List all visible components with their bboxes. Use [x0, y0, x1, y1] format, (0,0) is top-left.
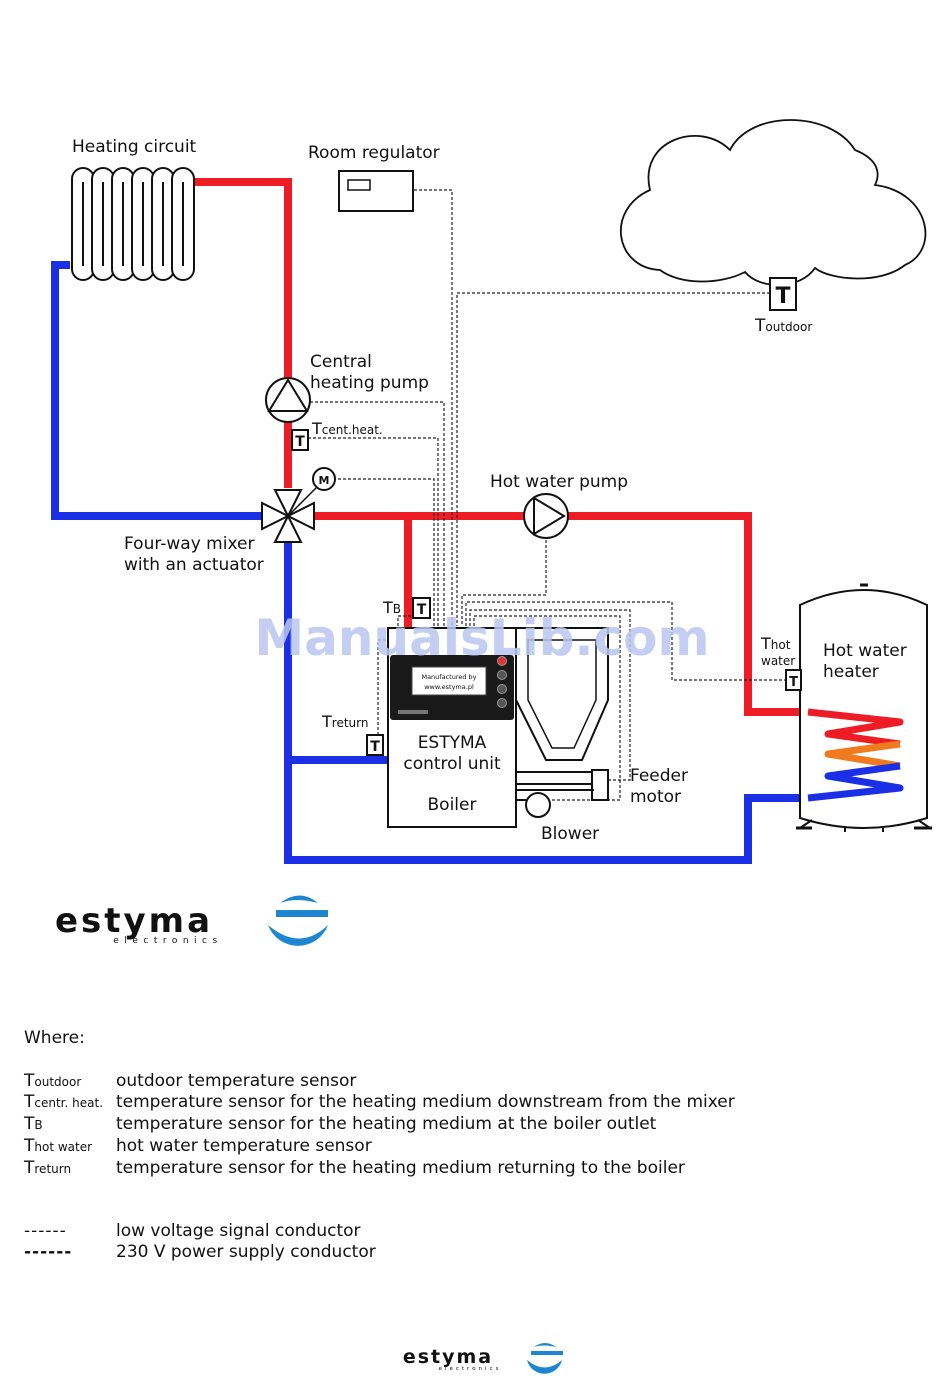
hot-water-pump-label: Hot water pump [490, 472, 628, 492]
supply-pipes [193, 178, 808, 716]
control-panel: Manufactured by www.estyma.pl [390, 655, 514, 720]
t-return-label: Treturn [321, 712, 368, 731]
outdoor-sensor-icon: T [769, 277, 797, 311]
heating-coil [807, 708, 904, 802]
footer-e-icon [527, 1360, 562, 1374]
legend-row-low-voltage: ------ low voltage signal conductor [24, 1221, 361, 1242]
legend-row-t-hot-water: Thot water hot water temperature sensor [24, 1135, 372, 1156]
svg-text:www.estyma.pl: www.estyma.pl [424, 683, 474, 691]
legend-row-t-b: TB temperature sensor for the heating me… [24, 1114, 657, 1135]
t-b-label: TB [382, 598, 401, 617]
four-way-mixer-icon [261, 487, 317, 543]
svg-text:estyma: estyma [55, 901, 213, 941]
watermark: ManualsLib.com [254, 609, 709, 667]
footer-logo: estyma electronics [403, 1343, 563, 1374]
return-sensor-icon: T [366, 734, 384, 756]
cloud-icon [619, 119, 927, 286]
legend-row-t-outdoor: Toutdoor outdoor temperature sensor [24, 1070, 357, 1091]
legend-row-t-return: Treturn temperature sensor for the heati… [24, 1157, 685, 1178]
cent-heat-sensor-icon: T [291, 429, 309, 451]
central-heating-pump-icon [265, 377, 311, 423]
legend: Where: Toutdoor outdoor temperature sens… [24, 1028, 735, 1263]
svg-text:electronics: electronics [439, 1366, 502, 1372]
svg-text:T: T [775, 284, 790, 309]
t-outdoor-label: Toutdoor [754, 316, 812, 336]
blower-label: Blower [541, 824, 599, 844]
return-pipes [51, 261, 800, 864]
radiator [71, 167, 195, 281]
legend-title: Where: [24, 1028, 85, 1048]
hot-water-sensor-icon: T [785, 669, 802, 691]
boiler-sensor-icon: T [412, 597, 431, 619]
svg-text:M: M [319, 474, 330, 487]
room-regulator [338, 170, 414, 212]
feeder-tube [515, 769, 609, 801]
legend-row-t-centr-heat: Tcentr. heat. temperature sensor for the… [24, 1092, 735, 1113]
heating-circuit-label: Heating circuit [72, 137, 197, 157]
svg-text:Manufactured by: Manufactured by [421, 673, 476, 681]
estyma-e-icon [268, 925, 328, 946]
svg-text:electronics: electronics [113, 936, 222, 946]
svg-text:T: T [417, 602, 427, 618]
svg-text:T: T [295, 434, 305, 450]
svg-text:T: T [789, 675, 798, 690]
svg-text:T: T [370, 739, 380, 755]
room-regulator-label: Room regulator [308, 143, 440, 163]
svg-text:estyma: estyma [403, 1346, 493, 1368]
legend-row-230v: ------ 230 V power supply conductor [24, 1241, 376, 1262]
t-cent-heat-label: Tcent.heat. [311, 419, 383, 438]
actuator-motor-icon: M [312, 467, 336, 491]
hot-water-pump-icon [523, 493, 569, 539]
blower-icon [516, 792, 551, 818]
boiler-label: Boiler [428, 795, 477, 815]
fuel-hopper [515, 627, 609, 761]
estyma-logo: estyma electronics [55, 895, 328, 946]
